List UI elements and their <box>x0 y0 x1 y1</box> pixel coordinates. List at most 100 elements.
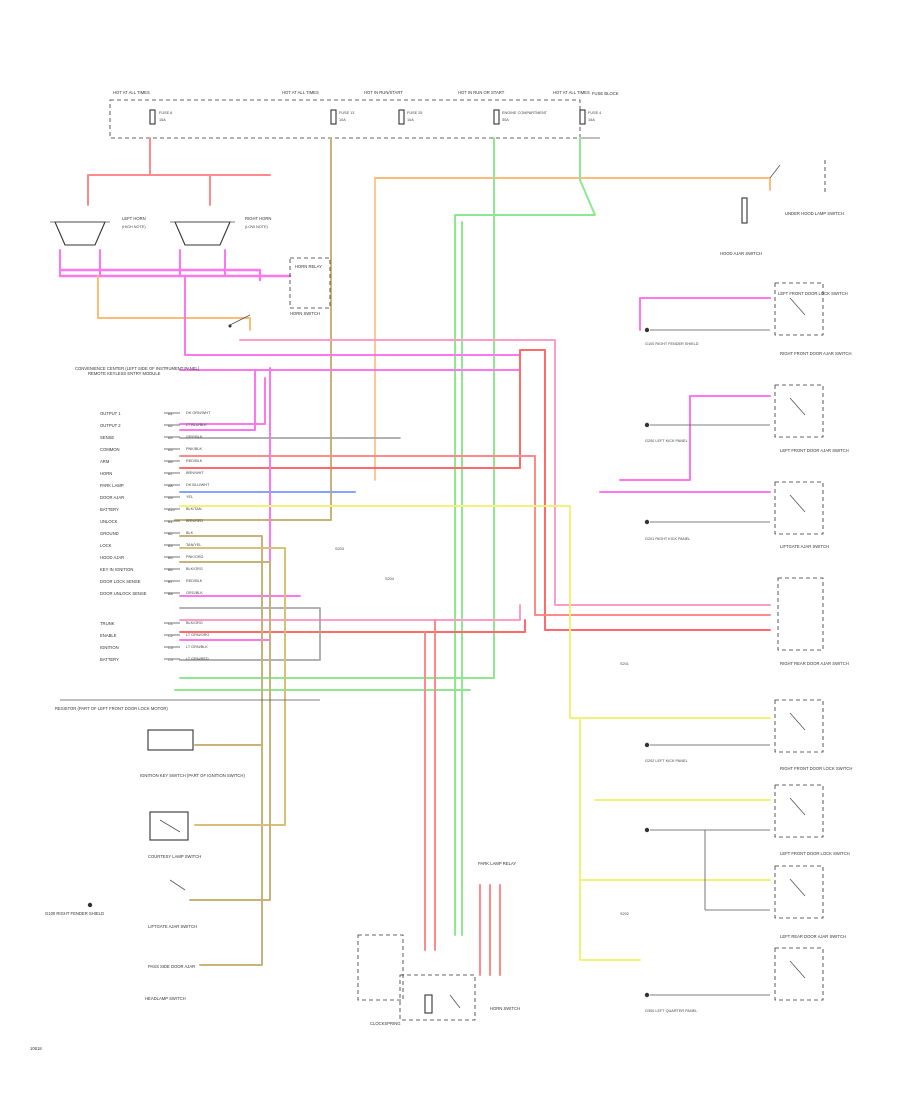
svg-text:S201: S201 <box>620 662 629 666</box>
pin-function-label: DOOR LOCK SENSE <box>100 579 141 584</box>
pin-wire-color: LT GRN/ORG <box>186 633 209 637</box>
module-connector: REMOTE KEYLESS ENTRY MODULE CONVENIENCE … <box>75 366 200 376</box>
svg-text:10A: 10A <box>407 118 414 122</box>
pin-wire-color: PNK/ORG <box>186 555 204 559</box>
fuse-3: HOT IN RUN/START FUSE 25 10A <box>364 90 422 125</box>
wire-gray-2 <box>179 607 321 661</box>
ground-leads <box>644 327 770 998</box>
pin-number: A6 <box>168 460 173 464</box>
horn-switch: HORN SWITCH <box>228 311 320 328</box>
pin-function-label: KEY IN IGNITION <box>100 567 133 572</box>
ground-lead <box>644 519 770 525</box>
pin-number: C4 <box>168 658 173 662</box>
pin-wire-color: BLK/ORG <box>186 621 203 625</box>
wire-red-b2 <box>179 455 771 616</box>
svg-text:PARK LAMP RELAY: PARK LAMP RELAY <box>478 861 516 866</box>
wire-pink-b3 <box>239 339 771 606</box>
fuse-symbol <box>579 109 586 125</box>
pin-number: B1 <box>168 520 173 524</box>
pin-wire-color: GRY/BLK <box>186 435 203 439</box>
svg-text:UNDER HOOD LAMP SWITCH: UNDER HOOD LAMP SWITCH <box>785 211 844 216</box>
pin-number: C1 <box>168 622 173 626</box>
svg-text:COURTESY LAMP SWITCH: COURTESY LAMP SWITCH <box>148 854 201 859</box>
svg-text:HEADLAMP SWITCH: HEADLAMP SWITCH <box>145 996 186 1001</box>
ground-lead <box>644 742 770 748</box>
svg-text:G201 RIGHT KICK PANEL: G201 RIGHT KICK PANEL <box>645 537 690 541</box>
svg-text:15A: 15A <box>588 118 595 122</box>
pin-wire-color: TAN/YEL <box>186 543 202 547</box>
svg-text:LEFT FRONT DOOR AJAR SWITCH: LEFT FRONT DOOR AJAR SWITCH <box>780 448 849 453</box>
wire-pink-top-bus <box>179 275 521 371</box>
pin-function-label: SENSE <box>100 435 114 440</box>
wire-red-fuse1 <box>87 137 151 206</box>
svg-text:(LOW NOTE): (LOW NOTE) <box>245 225 269 229</box>
pin-number: C2 <box>168 634 173 638</box>
fuse-2: HOT AT ALL TIMES FUSE 13 10A <box>282 90 354 125</box>
pin-number: B8 <box>168 592 173 596</box>
fuse-block: FUSE BLOCK HOT AT ALL TIMES FUSE 6 15A H… <box>109 90 619 139</box>
pin-number: A8 <box>168 484 173 488</box>
svg-text:ENGINE COMPARTMENT: ENGINE COMPARTMENT <box>502 111 548 115</box>
svg-text:HORN SWITCH: HORN SWITCH <box>490 1006 520 1011</box>
under-hood-lamp-switch: UNDER HOOD LAMP SWITCH HOOD AJAR SWITCH <box>720 160 844 256</box>
pin-function-label: DOOR UNLOCK SENSE <box>100 591 147 596</box>
lf-door-lock: LEFT FRONT DOOR LOCK SWITCH <box>774 851 850 919</box>
fuse-symbol <box>398 109 405 125</box>
svg-text:CONVENIENCE CENTER (LEFT SIDE: CONVENIENCE CENTER (LEFT SIDE OF INSTRUM… <box>75 366 200 371</box>
rr-door-ajar: RIGHT REAR DOOR AJAR SWITCH <box>774 661 849 753</box>
pin-wire-color: BLK <box>186 531 194 535</box>
svg-text:LIFTGATE AJAR SWITCH: LIFTGATE AJAR SWITCH <box>148 924 197 929</box>
ignition-switch-box <box>149 811 189 841</box>
ground-lead <box>644 992 770 998</box>
pin-function-label: ARM <box>100 459 110 464</box>
wire-tan-lower <box>179 535 263 966</box>
pin-wire-color: LT GRN/BLK <box>186 645 208 649</box>
fuse-symbol <box>330 109 337 125</box>
pin-number: B2 <box>168 532 173 536</box>
pin-wire-color: BRN/RED <box>186 519 203 523</box>
pin-wire-color: DK GRN/WHT <box>186 411 211 415</box>
left-lower-components: RESISTOR (PART OF LEFT FRONT DOOR LOCK M… <box>45 699 320 1001</box>
pin-function-label: OUTPUT 1 <box>100 411 121 416</box>
svg-text:FUSE 13: FUSE 13 <box>339 111 354 115</box>
svg-text:LEFT REAR DOOR AJAR SWITCH: LEFT REAR DOOR AJAR SWITCH <box>780 934 846 939</box>
wire-tan-lower3 <box>179 561 271 901</box>
svg-text:G202 LEFT KICK PANEL: G202 LEFT KICK PANEL <box>645 759 688 763</box>
svg-text:IGNITION KEY SWITCH (PART OF I: IGNITION KEY SWITCH (PART OF IGNITION SW… <box>140 773 245 778</box>
svg-text:S203: S203 <box>335 547 344 551</box>
wire-pink-door-1b <box>619 395 691 481</box>
ground-labels: G100 RIGHT FENDER SHIELD G200 LEFT KICK … <box>645 342 699 1013</box>
svg-text:HORN SWITCH: HORN SWITCH <box>290 311 320 316</box>
pin-function-label: TRUNK <box>100 621 115 626</box>
wire-tan-fuse2 <box>174 137 332 521</box>
wires <box>58 137 771 976</box>
svg-text:G100 RIGHT FENDER SHIELD: G100 RIGHT FENDER SHIELD <box>645 342 699 346</box>
pin-number: A2 <box>168 424 173 428</box>
pin-function-label: ENABLE <box>100 633 117 638</box>
pin-wire-color: DK BLU/WHT <box>186 483 210 487</box>
svg-text:LEFT HORN: LEFT HORN <box>122 216 146 221</box>
svg-text:LEFT FRONT DOOR LOCK SWITCH: LEFT FRONT DOOR LOCK SWITCH <box>778 291 848 296</box>
wire-orange-left <box>97 275 251 331</box>
svg-text:LIFTGATE AJAR SWITCH: LIFTGATE AJAR SWITCH <box>780 544 829 549</box>
ground-symbol <box>87 902 93 908</box>
pin-function-label: BATTERY <box>100 657 119 662</box>
svg-text:RIGHT FRONT DOOR AJAR SWITCH: RIGHT FRONT DOOR AJAR SWITCH <box>780 351 852 356</box>
pin-wire-color: YEL <box>186 495 193 499</box>
door-ajar-lf: LEFT FRONT DOOR AJAR SWITCH <box>774 448 849 535</box>
svg-text:CLOCKSPRING: CLOCKSPRING <box>370 1021 400 1026</box>
figure-id: 10618 <box>30 1046 42 1051</box>
svg-text:15A: 15A <box>159 118 166 122</box>
svg-text:HOT IN RUN/START: HOT IN RUN/START <box>364 90 403 95</box>
pin-function-label: LOCK <box>100 543 112 548</box>
fuse-5: HOT AT ALL TIMES FUSE 4 15A <box>553 90 601 125</box>
pin-function-label: OUTPUT 2 <box>100 423 121 428</box>
